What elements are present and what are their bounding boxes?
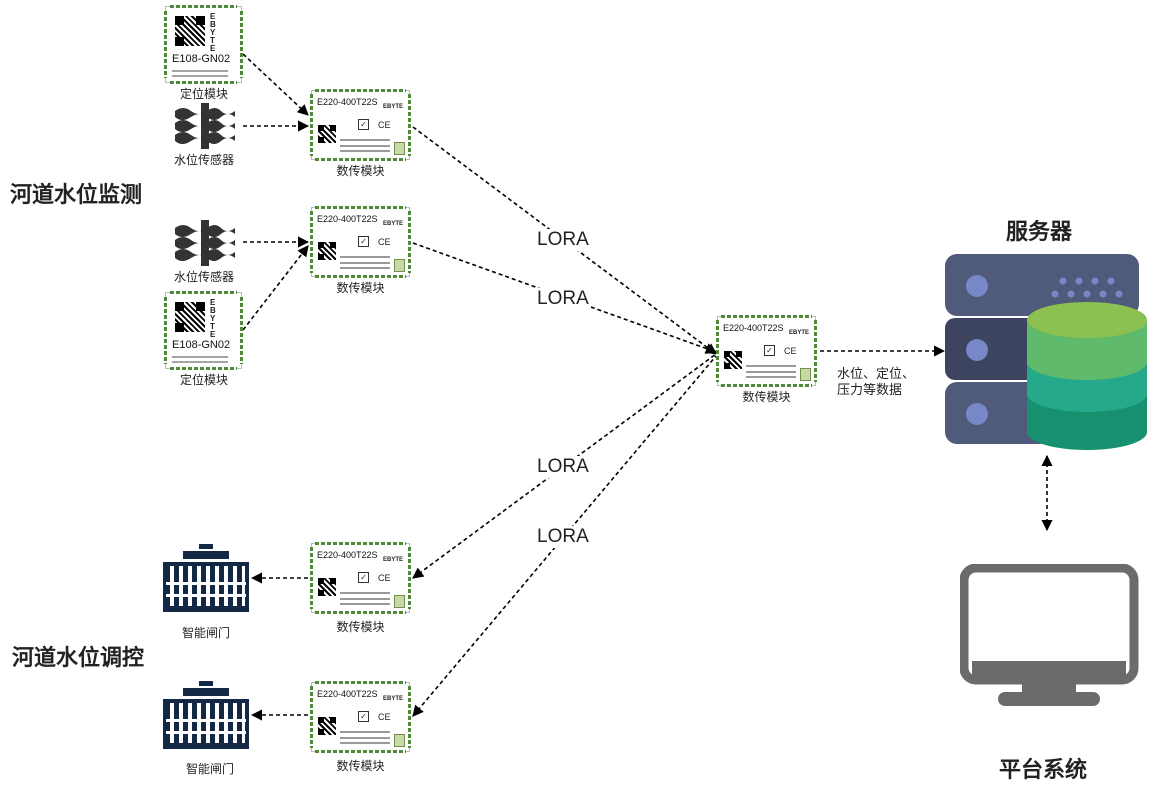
rf-module-central: E220-400T22S EBYTE ✓ CE [716,315,817,387]
brand-label: EBYTE [382,557,403,563]
qr-code-icon [318,242,336,260]
rf-module-1: E220-400T22S EBYTE ✓ CE [310,89,411,161]
rf-module-3: E220-400T22S EBYTE ✓ CE [310,542,411,614]
smart-gate-icon-2 [163,681,249,749]
brand-label: EBYTE [210,298,216,339]
module-model-label: E220-400T22S [317,689,378,699]
brand-label: EBYTE [382,221,403,227]
brand-label: EBYTE [382,104,403,110]
smart-gate-icon-1 [163,544,249,612]
module-model-label: E220-400T22S [723,323,784,333]
gate-caption-1: 智能闸门 [181,626,230,640]
brand-label: EBYTE [788,330,809,336]
module-model-label: E220-400T22S [317,550,378,560]
platform-title: 平台系统 [999,758,1088,783]
module-model-label: E220-400T22S [317,97,378,107]
lora-label-2: LORA [535,288,591,310]
lora-label-4: LORA [535,526,591,548]
gps-to-module2-line [242,245,309,331]
gps-module-2: EBYTE E108-GN02 [164,291,243,370]
qr-code-icon [318,717,336,735]
ce-mark: CE [378,712,391,722]
ce-mark: CE [378,120,391,130]
qr-code-icon [724,351,742,369]
monitor-section-title: 河道水位监测 [10,183,143,208]
qr-code-icon [318,125,336,143]
control-section-title: 河道水位调控 [12,646,145,671]
lora-label-1: LORA [535,229,591,251]
qr-code-icon [318,578,336,596]
module-caption-1: 数传模块 [336,164,385,178]
gps-to-module1-line [242,53,309,116]
check-mark-icon: ✓ [764,345,775,356]
check-mark-icon: ✓ [358,119,369,130]
lora-label-3: LORA [535,456,591,478]
rf-module-4: E220-400T22S EBYTE ✓ CE [310,681,411,753]
module-model-label: E220-400T22S [317,214,378,224]
check-mark-icon: ✓ [358,236,369,247]
data-label-line2: 压力等数据 [837,383,903,398]
gps-model-label: E108-GN02 [172,339,231,351]
module-caption-central: 数传模块 [742,390,791,404]
gps-caption-2: 定位模块 [179,373,228,387]
server-database-icon [945,254,1147,450]
sensor-caption-2: 水位传感器 [173,270,234,284]
ce-mark: CE [378,237,391,247]
ce-mark: CE [378,573,391,583]
sensor-caption-1: 水位传感器 [173,153,234,167]
gps-module-1: EBYTE E108-GN02 [164,5,243,84]
module-caption-2: 数传模块 [336,281,385,295]
gps-caption-1: 定位模块 [179,87,228,101]
check-mark-icon: ✓ [358,572,369,583]
lora-link-4 [412,355,717,717]
water-level-sensor-icon-2 [175,220,235,266]
qr-code-icon [175,302,205,332]
gps-model-label: E108-GN02 [172,53,231,65]
data-label-line1: 水位、定位、 [837,367,916,382]
check-mark-icon: ✓ [358,711,369,722]
gate-caption-2: 智能闸门 [185,762,234,776]
monitor-icon [960,564,1139,706]
server-title: 服务器 [1006,220,1073,245]
water-level-sensor-icon-1 [175,103,235,149]
module-caption-3: 数传模块 [336,620,385,634]
brand-label: EBYTE [210,12,216,53]
brand-label: EBYTE [382,696,403,702]
qr-code-icon [175,16,205,46]
module-caption-4: 数传模块 [336,759,385,773]
rf-module-2: E220-400T22S EBYTE ✓ CE [310,206,411,278]
ce-mark: CE [784,346,797,356]
